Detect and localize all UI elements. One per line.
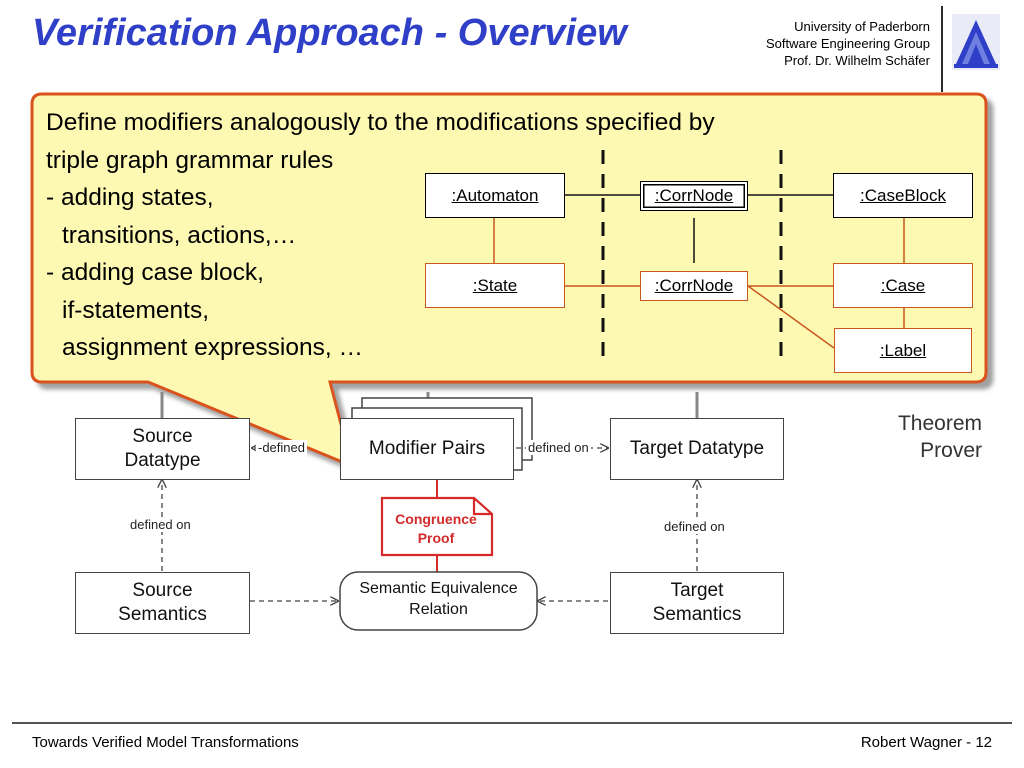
source-datatype-line1: Source: [132, 426, 193, 447]
congruence-proof-document: [380, 496, 494, 557]
affiliation-professor: Prof. Dr. Wilhelm Schäfer: [784, 53, 930, 68]
semantic-equivalence-line1: Semantic Equivalence: [359, 580, 518, 597]
node-state: :State: [425, 263, 565, 308]
node-corrnode-bottom: :CorrNode: [640, 271, 748, 301]
source-datatype-line2: Datatype: [124, 450, 201, 471]
congruence-proof-line1: Congruence: [395, 511, 477, 527]
target-semantics-line2: Semantics: [652, 604, 742, 625]
edge-label-defined-right: defined on: [526, 440, 591, 455]
theorem-prover-label: Theorem Prover: [858, 410, 982, 464]
node-case: :Case: [833, 263, 973, 308]
edge-label-defined-left: -defined: [256, 440, 307, 455]
target-datatype-box: Target Datatype: [610, 418, 784, 480]
modifier-pairs-box: Modifier Pairs: [340, 418, 514, 480]
callout-text: Define modifiers analogously to the modi…: [46, 104, 715, 367]
affiliation-university: University of Paderborn: [794, 19, 930, 34]
source-semantics-line2: Semantics: [118, 604, 207, 625]
callout-line-7: assignment expressions, …: [62, 334, 363, 361]
target-semantics-line1: Target: [670, 580, 724, 601]
callout-line-3: - adding states,: [46, 184, 214, 211]
semantic-equivalence-shape: [339, 571, 538, 631]
footer-talk-title: Towards Verified Model Transformations: [32, 734, 299, 751]
footer-author-page: Robert Wagner - 12: [860, 734, 992, 751]
callout-line-6: if-statements,: [62, 296, 210, 324]
slide-title: Verification Approach - Overview: [32, 12, 627, 54]
link-corrnode-label: [747, 285, 835, 349]
callout-line-4: transitions, actions,…: [62, 221, 297, 249]
node-caseblock: :CaseBlock: [833, 173, 973, 218]
callout-line-1: Define modifiers analogously to the modi…: [46, 109, 715, 136]
theorem-prover-line1: Theorem: [897, 412, 982, 435]
modifier-pairs-label: Modifier Pairs: [368, 438, 486, 459]
node-corrnode-top: :CorrNode: [640, 181, 748, 211]
semantic-equivalence-label: Semantic Equivalence Relation: [340, 578, 537, 620]
congruence-proof-label: Congruence Proof: [381, 510, 491, 548]
semantic-equivalence-line2: Relation: [409, 601, 468, 618]
congruence-proof-line2: Proof: [417, 530, 455, 546]
congruence-proof-fold: [472, 498, 492, 516]
university-logo-icon: [952, 14, 1000, 70]
source-semantics-line1: Source: [132, 580, 193, 601]
header-divider: [941, 6, 943, 92]
edge-label-defined-source: defined on: [128, 517, 193, 532]
theorem-prover-line2: Prover: [920, 439, 982, 462]
node-automaton: :Automaton: [425, 173, 565, 218]
affiliation-group: Software Engineering Group: [765, 36, 930, 51]
footer-divider: [12, 722, 1012, 724]
node-label: :Label: [834, 328, 972, 373]
affiliation: University of Paderborn Software Enginee…: [766, 18, 930, 69]
edge-label-defined-target: defined on: [662, 519, 727, 534]
target-datatype-label: Target Datatype: [629, 438, 765, 459]
callout-line-5: - adding case block,: [46, 259, 264, 286]
callout-line-2: triple graph grammar rules: [46, 146, 334, 174]
